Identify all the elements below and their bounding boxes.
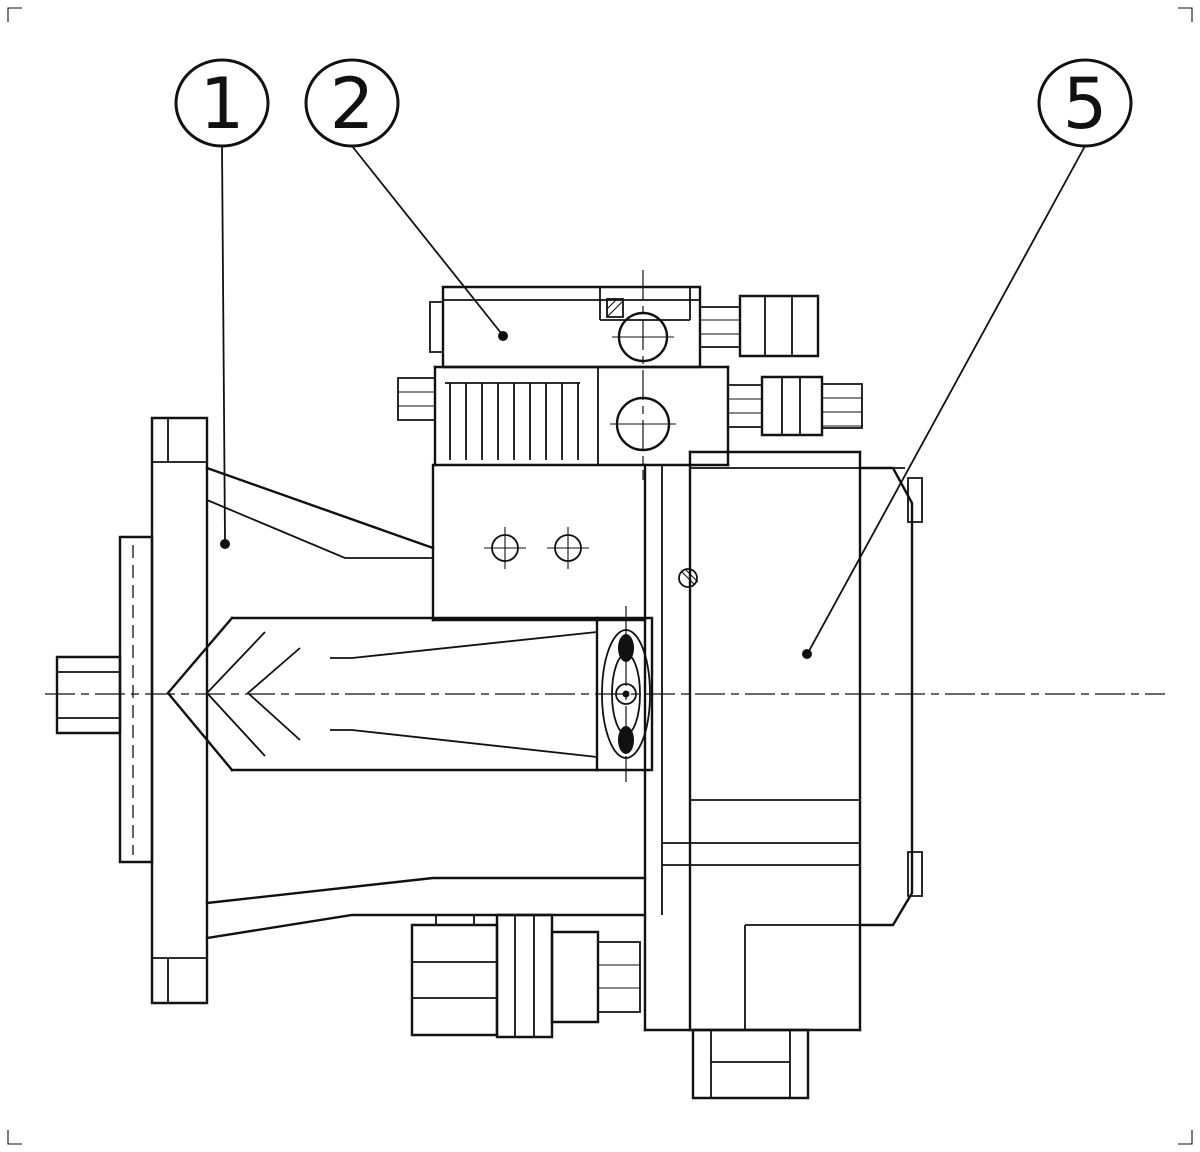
callout-5: 5 [802, 58, 1133, 659]
callout-5-leader [808, 145, 1086, 652]
callout-1-dot [220, 539, 230, 549]
callout-5-label: 5 [1063, 63, 1108, 145]
callouts: 1 2 5 [174, 58, 1133, 659]
callout-1-balloon [174, 58, 270, 148]
rear-housing [643, 450, 905, 1032]
callout-2: 2 [304, 58, 508, 341]
port-fittings-top [699, 294, 863, 437]
corner-marks [7, 7, 1193, 1145]
callout-5-balloon [1037, 58, 1133, 148]
shaft-bearing [595, 616, 654, 772]
input-shaft [55, 655, 122, 735]
rear-end-cap [858, 466, 923, 927]
mounting-flange [150, 416, 209, 1005]
pump-assembly-drawing [45, 270, 1165, 1100]
center-body [431, 463, 647, 622]
bottom-port-block [691, 1028, 810, 1100]
callout-2-leader [351, 145, 502, 334]
callout-2-dot [498, 331, 508, 341]
callout-2-balloon [304, 58, 400, 148]
centerlines [45, 270, 1165, 782]
bottom-fittings [410, 913, 641, 1039]
bell-housing [205, 466, 647, 940]
drive-shaft-spline [166, 616, 599, 772]
callout-1: 1 [174, 58, 270, 549]
callout-1-label: 1 [200, 63, 245, 145]
control-valve-block [397, 285, 730, 467]
callout-1-leader [221, 145, 226, 541]
callout-5-dot [802, 649, 812, 659]
callout-2-label: 2 [330, 63, 375, 145]
adapter-plate [118, 535, 154, 864]
